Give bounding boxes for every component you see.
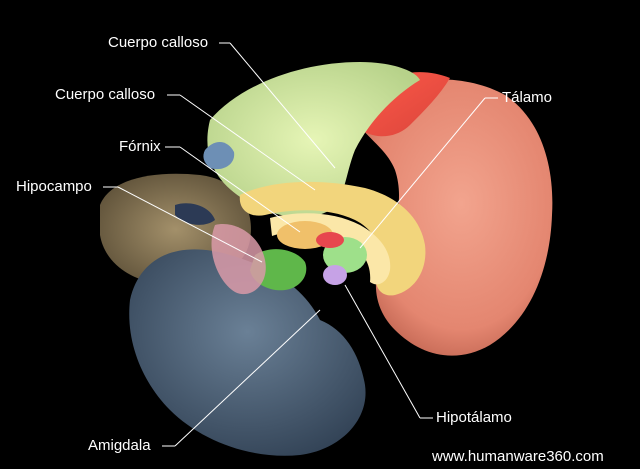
amygdala (211, 224, 266, 295)
label-amygdala: Amigdala (88, 437, 151, 454)
hypothalamus (323, 265, 347, 285)
brainstem (175, 203, 215, 225)
label-hypothalamus: Hipotálamo (436, 409, 512, 426)
label-thalamus: Tálamo (502, 89, 553, 106)
label-corpus-callosum-1: Cuerpo calloso (108, 34, 209, 51)
watermark: www.humanware360.com (432, 448, 604, 465)
parietal-lobe (207, 62, 420, 218)
label-hippocampus: Hipocampo (16, 178, 92, 195)
leader-lines (103, 42, 498, 447)
label-fornix: Fórnix (119, 138, 161, 155)
occipital-lobe (129, 249, 366, 456)
precuneus-region (203, 141, 235, 170)
label-corpus-callosum-2: Cuerpo calloso (55, 86, 156, 103)
thalamus-highlight (316, 232, 344, 248)
